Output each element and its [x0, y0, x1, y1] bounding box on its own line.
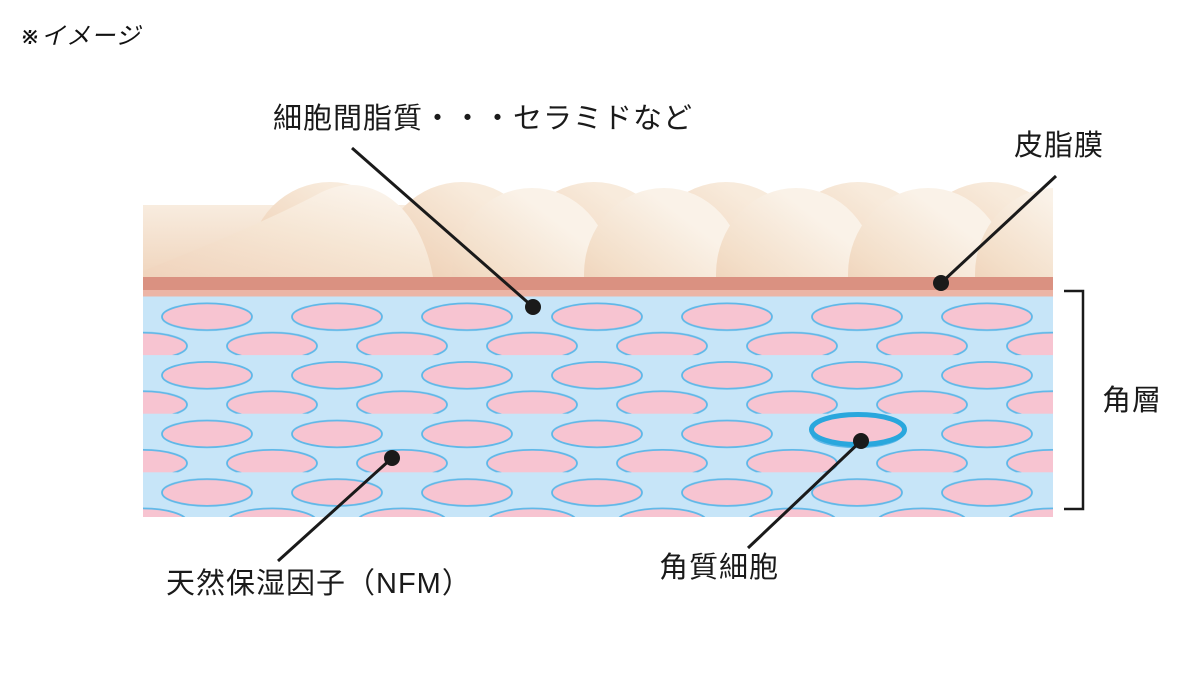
sebum-film-dark-layer	[143, 277, 1053, 290]
sebum-film-light-layer	[143, 290, 1053, 297]
corneocyte-dot	[853, 433, 869, 449]
skin-surface-mounds	[143, 182, 1053, 277]
label-sebum-film: 皮脂膜	[1014, 130, 1105, 162]
label-intercellular-lipids: 細胞間脂質・・・セラミドなど	[273, 103, 694, 135]
label-nmf: 天然保湿因子（NFM）	[166, 568, 472, 600]
label-corneocyte: 角質細胞	[659, 552, 780, 584]
leader-line-corneocyte	[746, 439, 863, 550]
corneocyte-cells-grid	[143, 296, 1053, 517]
leader-lines	[276, 146, 1058, 563]
leader-line-sebum-film	[939, 174, 1058, 285]
image-disclaimer-note: ※イメージ	[20, 23, 141, 50]
leader-line-intercellular-lipids	[351, 146, 534, 309]
nmf-dot	[384, 450, 400, 466]
leader-line-nmf	[276, 456, 394, 563]
left-slope-mound	[143, 184, 433, 277]
intercellular-lipids-dot	[525, 299, 541, 315]
sebum-film-dot	[933, 275, 949, 291]
stratum-corneum-bracket	[1064, 289, 1085, 511]
label-stratum-corneum: 角層	[1102, 385, 1163, 417]
